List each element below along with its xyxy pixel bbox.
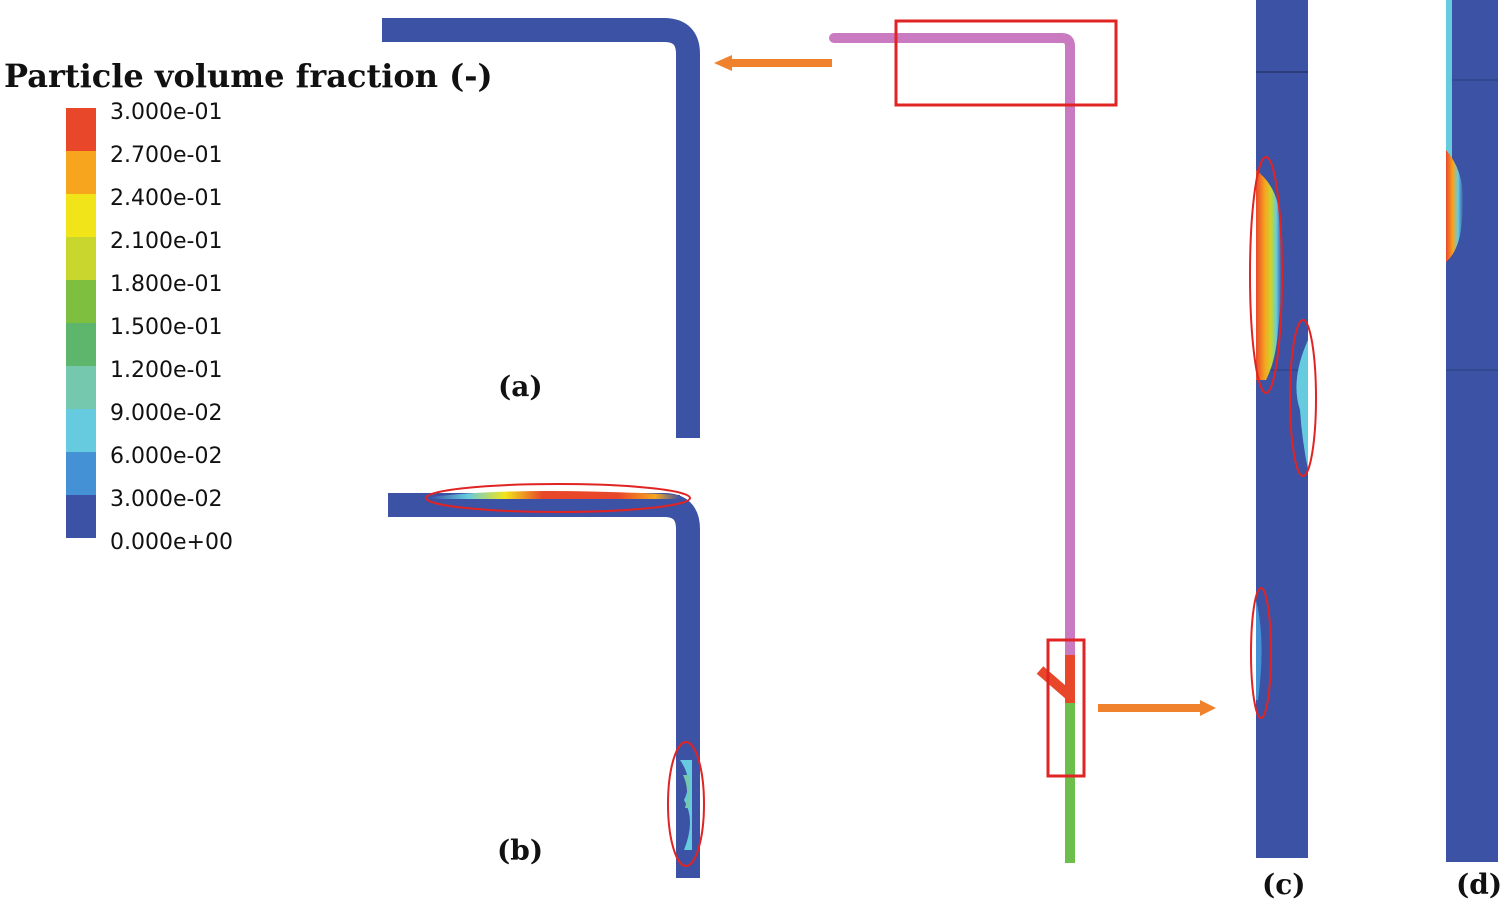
panel-label-a: (a) — [498, 370, 543, 403]
legend-tick-label: 2.100e-01 — [110, 229, 222, 254]
panel-b-elbow — [388, 493, 700, 878]
legend-swatch — [66, 194, 96, 237]
legend-swatches — [66, 108, 96, 538]
overview-box-bottom — [1046, 638, 1086, 778]
legend-swatch — [66, 108, 96, 151]
overview-inlet-run — [1065, 703, 1075, 863]
overview-outlet-run — [829, 33, 1075, 660]
legend-labels: 3.000e-01 2.700e-01 2.400e-01 2.100e-01 1.80… — [110, 100, 233, 555]
legend-swatch — [66, 237, 96, 280]
legend-swatch — [66, 323, 96, 366]
panel-d-deposit-main — [1446, 150, 1464, 262]
legend-tick-label: 0.000e+00 — [110, 530, 233, 555]
panel-d-pipe — [1446, 0, 1498, 862]
panel-c-ellipse-right — [1289, 319, 1317, 477]
legend-tick-label: 1.200e-01 — [110, 358, 222, 383]
highlight-ellipse-elbow — [667, 741, 705, 867]
panel-b-elbow-deposit-core — [683, 775, 690, 808]
legend-tick-label: 2.400e-01 — [110, 186, 222, 211]
panel-c-deposit-right — [1296, 340, 1308, 470]
legend-swatch — [66, 409, 96, 452]
panel-d-body — [1446, 0, 1498, 862]
legend-swatch — [66, 452, 96, 495]
legend-tick-label: 6.000e-02 — [110, 444, 222, 469]
panel-b-pipe — [388, 483, 705, 878]
panel-a-pipe — [382, 18, 700, 438]
panel-c-deposit-low — [1256, 600, 1262, 700]
panel-c-deposit-main — [1256, 170, 1282, 380]
color-legend: Particle volume fraction (-) 3.000e-01 2.… — [4, 57, 493, 555]
overview-pipe — [829, 19, 1118, 863]
legend-swatch — [66, 495, 96, 538]
panel-c-ellipse-main — [1249, 156, 1283, 394]
panel-c-body — [1256, 0, 1308, 858]
legend-tick-label: 1.500e-01 — [110, 315, 222, 340]
panel-label-c: (c) — [1262, 868, 1306, 901]
legend-tick-label: 2.700e-01 — [110, 143, 222, 168]
panel-a-elbow — [382, 18, 700, 438]
legend-tick-label: 9.000e-02 — [110, 401, 222, 426]
legend-swatch — [66, 366, 96, 409]
legend-title: Particle volume fraction (-) — [4, 57, 493, 95]
panel-b-top-deposit — [430, 490, 680, 499]
highlight-ellipse-top — [425, 483, 691, 513]
legend-swatch — [66, 151, 96, 194]
panel-label-d: (d) — [1456, 868, 1502, 901]
legend-tick-label: 1.800e-01 — [110, 272, 222, 297]
overview-side-inlet — [1036, 666, 1074, 700]
panel-c-pipe — [1249, 0, 1317, 858]
overview-box-top — [894, 19, 1118, 107]
arrow-to-panel-c — [1098, 700, 1216, 716]
overview-mixing-zone — [1065, 655, 1075, 703]
arrow-to-panel-a — [714, 55, 832, 71]
panel-c-ellipse-low — [1250, 587, 1272, 719]
legend-swatch — [66, 280, 96, 323]
panel-d-deposit-streak — [1446, 0, 1452, 170]
legend-tick-label: 3.000e-02 — [110, 487, 222, 512]
legend-tick-label: 3.000e-01 — [110, 100, 222, 125]
panel-label-b: (b) — [497, 834, 543, 867]
